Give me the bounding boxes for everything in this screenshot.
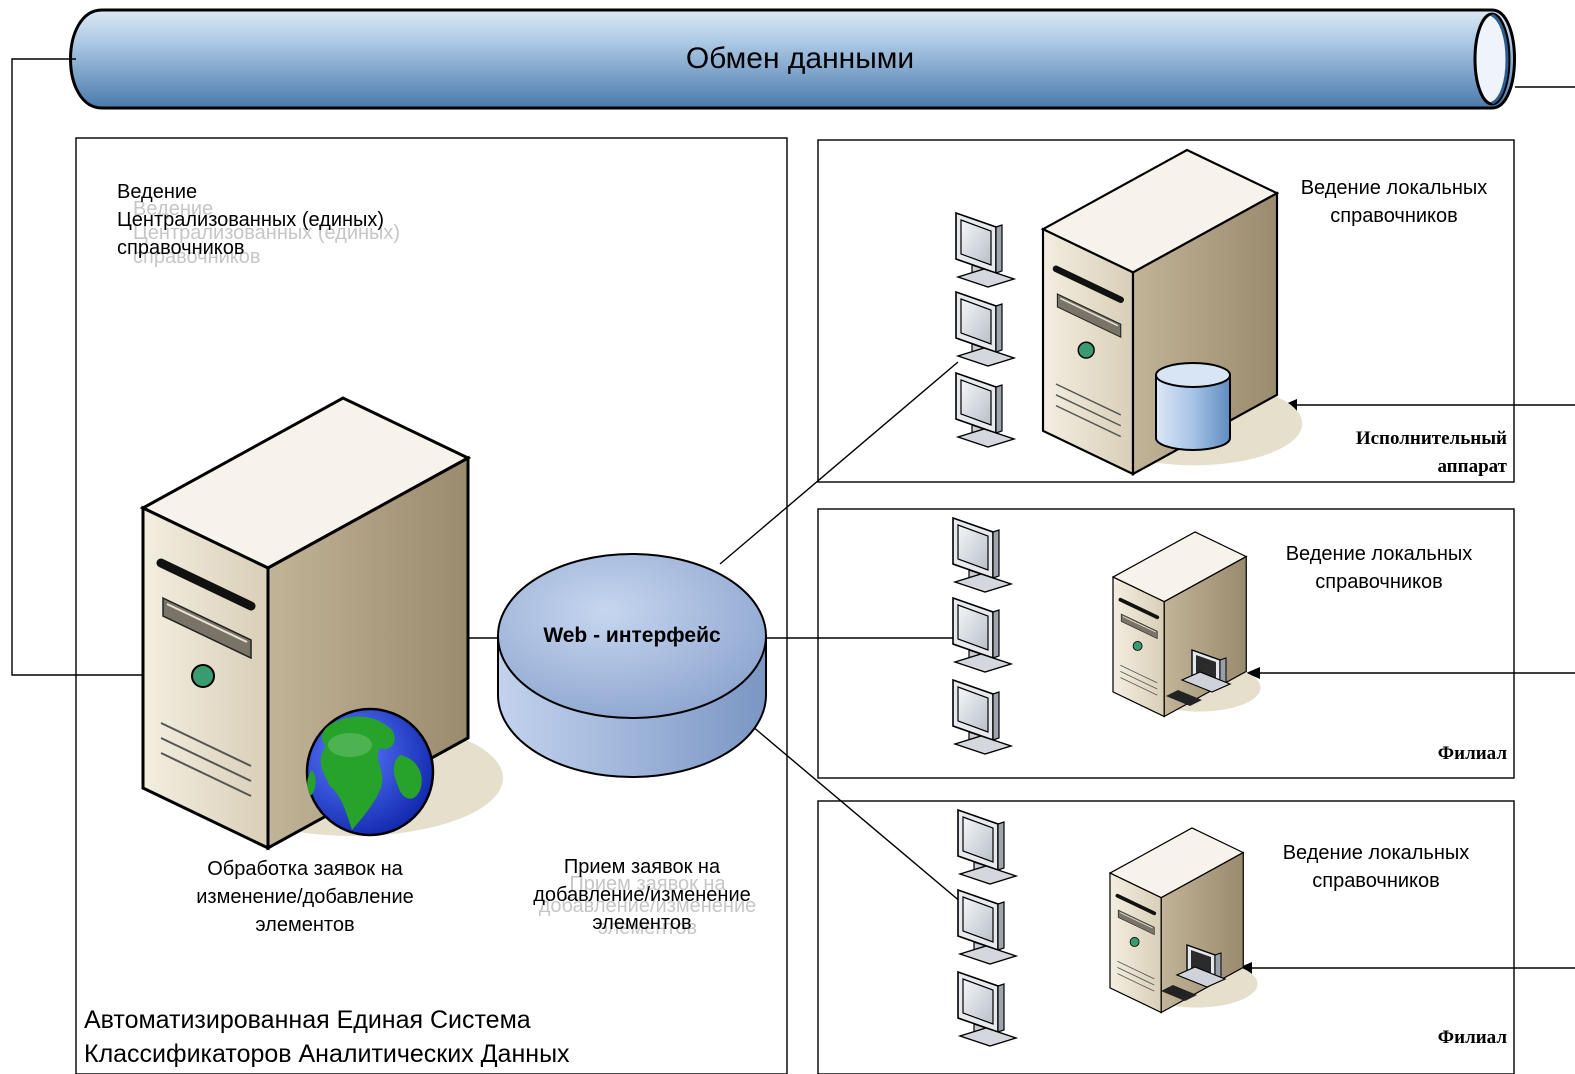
node-title-branch-1: Ведение локальных справочников (1285, 543, 1473, 593)
monitor-icon (955, 212, 1015, 288)
local-server-branch-1 (1111, 530, 1263, 719)
globe-icon (305, 707, 435, 837)
monitor-icon (957, 889, 1017, 965)
monitor-icon (952, 517, 1012, 593)
reception-label: Прием заявок на добавление/изменение эле… (533, 856, 751, 934)
node-caption-branch-1: Филиал (1437, 743, 1507, 764)
data-exchange-bus (69, 8, 1516, 110)
monitor-icon (957, 971, 1017, 1047)
web-interface-label: Web - интерфейс (543, 624, 721, 647)
reception-label-shadow: Прием заявок на добавление/изменение эле… (538, 873, 757, 939)
processing-label: Обработка заявок на изменение/добавление… (196, 858, 414, 936)
central-title-shadow: Ведение Централизованных (единых) справо… (133, 198, 401, 268)
client-monitors-branch-2 (957, 809, 1017, 1047)
monitor-icon (955, 291, 1015, 367)
client-monitors-executive (955, 212, 1015, 448)
system-name: Автоматизированная Единая Система Класси… (84, 1006, 570, 1068)
node-frame-branch-1 (817, 508, 1515, 779)
node-frame-branch-2 (817, 800, 1515, 1074)
database-icon (1155, 362, 1231, 451)
monitor-icon (957, 809, 1017, 885)
node-caption-executive: Исполнительный аппарат (1355, 428, 1507, 477)
central-system-frame (75, 137, 788, 1074)
local-server-branch-2 (1108, 826, 1260, 1015)
node-caption-branch-2: Филиал (1437, 1027, 1507, 1048)
monitor-icon (952, 679, 1012, 755)
monitor-icon (955, 372, 1015, 448)
web-interface-disk (497, 553, 767, 778)
node-title-branch-2: Ведение локальных справочников (1282, 842, 1470, 892)
monitor-icon (952, 597, 1012, 673)
node-frame-executive (817, 139, 1515, 483)
client-monitors-branch-1 (952, 517, 1012, 755)
node-title-executive: Ведение локальных справочников (1300, 177, 1488, 227)
central-title: Ведение Централизованных (единых) справо… (117, 181, 385, 259)
bus-label: Обмен данными (685, 42, 915, 75)
